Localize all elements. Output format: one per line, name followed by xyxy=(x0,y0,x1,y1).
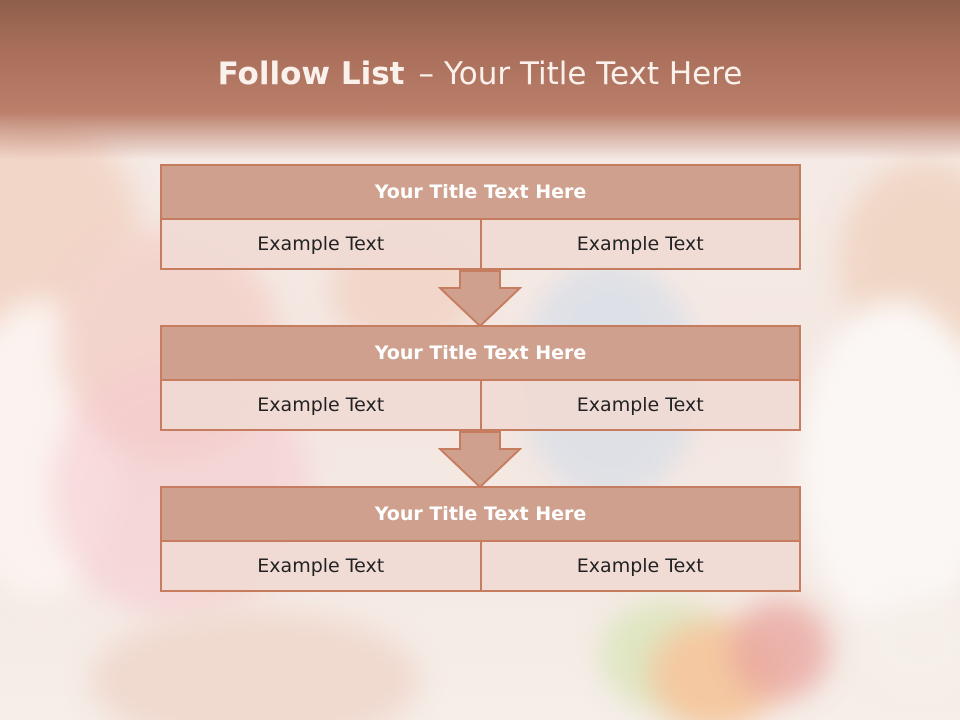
flow-block-3: Your Title Text Here Example Text Exampl… xyxy=(160,486,801,592)
flow-block-2: Your Title Text Here Example Text Exampl… xyxy=(160,325,801,431)
title-bold: Follow List xyxy=(217,56,405,92)
title-dash: – xyxy=(418,56,434,92)
block-left-cell[interactable]: Example Text xyxy=(160,381,482,431)
slide-title: Follow List–Your Title Text Here xyxy=(0,56,960,92)
block-right-cell[interactable]: Example Text xyxy=(481,381,801,431)
block-left-cell[interactable]: Example Text xyxy=(160,542,482,592)
block-title[interactable]: Your Title Text Here xyxy=(160,164,801,220)
block-title[interactable]: Your Title Text Here xyxy=(160,325,801,381)
down-arrow-icon xyxy=(438,270,522,328)
block-title[interactable]: Your Title Text Here xyxy=(160,486,801,542)
block-right-cell[interactable]: Example Text xyxy=(481,220,801,270)
title-banner xyxy=(0,0,960,160)
block-left-cell[interactable]: Example Text xyxy=(160,220,482,270)
title-rest: Your Title Text Here xyxy=(443,56,743,92)
down-arrow-icon xyxy=(438,431,522,489)
block-right-cell[interactable]: Example Text xyxy=(481,542,801,592)
flow-block-1: Your Title Text Here Example Text Exampl… xyxy=(160,164,801,270)
